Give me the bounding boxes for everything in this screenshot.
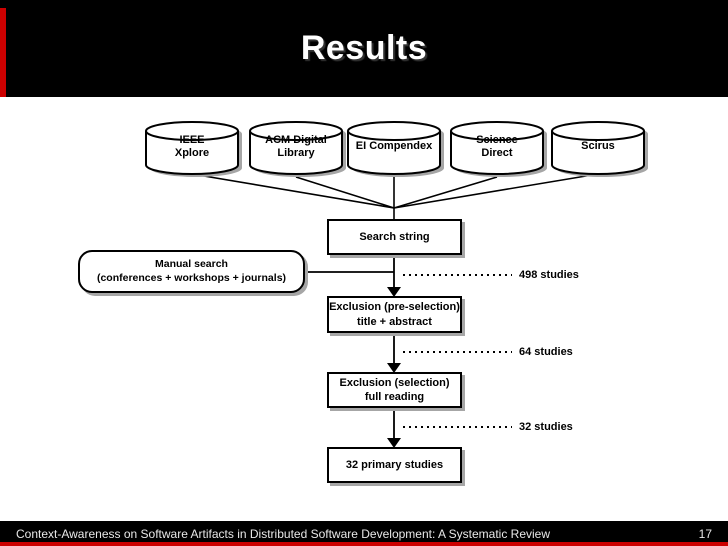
slide-footer: Context-Awareness on Software Artifacts … — [0, 521, 728, 546]
database-label-scirus: Scirus — [581, 140, 615, 153]
slide-title: Results — [300, 29, 428, 67]
database-cylinder-scirus — [551, 121, 648, 177]
database-label-science-direct: Science Direct — [476, 133, 518, 159]
database-cylinder-science-direct — [450, 121, 547, 177]
flow-box-primary-studies: 32 primary studies — [327, 447, 462, 483]
red-accent-stripe-left — [0, 8, 6, 97]
flow-box-search-string: Search string — [327, 219, 462, 255]
database-label-ieee-xplore: IEEE Xplore — [174, 133, 210, 159]
flow-box-exclusion-preselection: Exclusion (pre-selection) title + abstra… — [327, 296, 462, 333]
dotted-count-lines — [403, 274, 512, 428]
count-label-498-studies: 498 studies — [519, 269, 579, 281]
footer-title: Context-Awareness on Software Artifacts … — [16, 526, 551, 541]
count-label-32-studies: 32 studies — [519, 421, 573, 433]
arrowheads — [387, 287, 401, 448]
database-cylinder-ieee-xplore — [145, 121, 242, 177]
count-label-64-studies: 64 studies — [519, 346, 573, 358]
manual-search-box: Manual search (conferences + workshops +… — [78, 250, 305, 293]
database-label-acm: ACM Digital Library — [265, 133, 327, 159]
flow-lines — [305, 255, 395, 440]
flow-box-exclusion-selection: Exclusion (selection) full reading — [327, 372, 462, 408]
database-cylinders — [145, 121, 648, 177]
page-number: 17 — [698, 526, 712, 541]
red-accent-stripe-bottom — [0, 542, 728, 546]
database-cylinder-ei-compendex — [347, 121, 444, 177]
database-label-ei-compendex: EI Compendex — [355, 140, 433, 153]
database-connector-lines — [191, 173, 599, 219]
database-cylinder-acm — [249, 121, 346, 177]
slide-header: Results — [0, 0, 728, 97]
